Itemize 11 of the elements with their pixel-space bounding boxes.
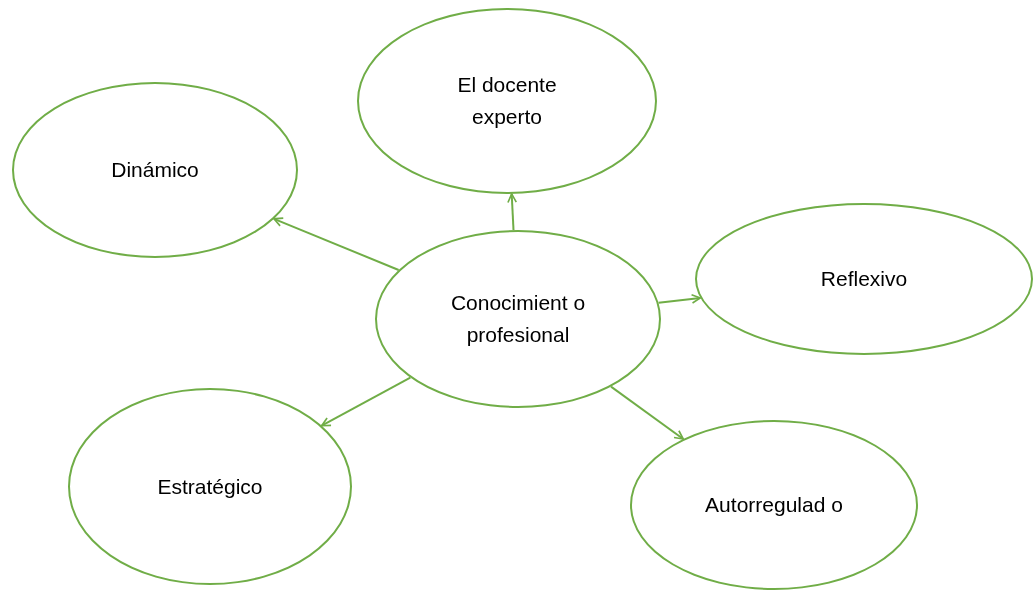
arrow [507,192,518,232]
node-label: Estratégico [157,473,263,500]
arrow [657,293,702,304]
arrow [272,217,400,271]
node-label: Conocimient o profesional [449,290,587,348]
node-label: El docente experto [456,72,558,130]
node-label: Dinámico [111,157,199,183]
node-label: Reflexivo [820,266,908,292]
node-label: Autorregulad o [705,492,843,518]
arrow [320,376,412,427]
arrow [610,385,685,441]
